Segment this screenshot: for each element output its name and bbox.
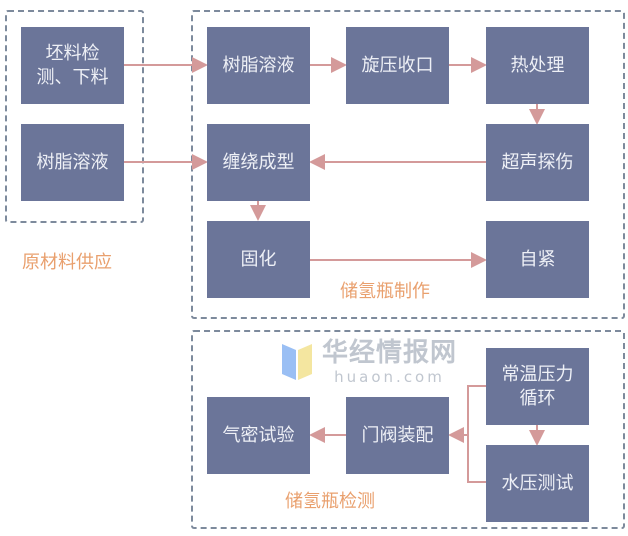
ultrasonic-testing-box: 超声探伤 bbox=[486, 124, 589, 201]
curing-box: 固化 bbox=[207, 221, 310, 298]
raw-material-supply-label: 原材料供应 bbox=[22, 252, 112, 273]
resin-solution-box: 树脂溶液 bbox=[207, 27, 310, 104]
heat-treatment-box: 热处理 bbox=[486, 27, 589, 104]
air-tightness-test-box: 气密试验 bbox=[207, 397, 310, 474]
watermark-en: huaon.com bbox=[334, 368, 445, 386]
resin-solution-supply-box: 树脂溶液 bbox=[21, 124, 124, 201]
valve-assembly-box: 门阀装配 bbox=[346, 397, 449, 474]
blank-inspection-cutting-box: 坯料检测、下料 bbox=[21, 27, 124, 104]
watermark: 华经情报网 huaon.com bbox=[322, 338, 457, 386]
watermark-logo-icon bbox=[282, 344, 312, 380]
raw-material-supply-group bbox=[5, 10, 144, 223]
pressure-cycling-box: 常温压力循环 bbox=[486, 348, 589, 425]
autofrettage-box: 自紧 bbox=[486, 221, 589, 298]
winding-forming-box: 缠绕成型 bbox=[207, 124, 310, 201]
cylinder-inspection-label: 储氢瓶检测 bbox=[285, 491, 375, 512]
bracket-line bbox=[467, 385, 486, 483]
hydraulic-test-box: 水压测试 bbox=[486, 445, 589, 522]
cylinder-manufacture-label: 储氢瓶制作 bbox=[340, 281, 430, 302]
watermark-cn: 华经情报网 bbox=[322, 338, 458, 368]
cylinder-inspection-group bbox=[191, 330, 625, 529]
spinning-closing-box: 旋压收口 bbox=[346, 27, 449, 104]
